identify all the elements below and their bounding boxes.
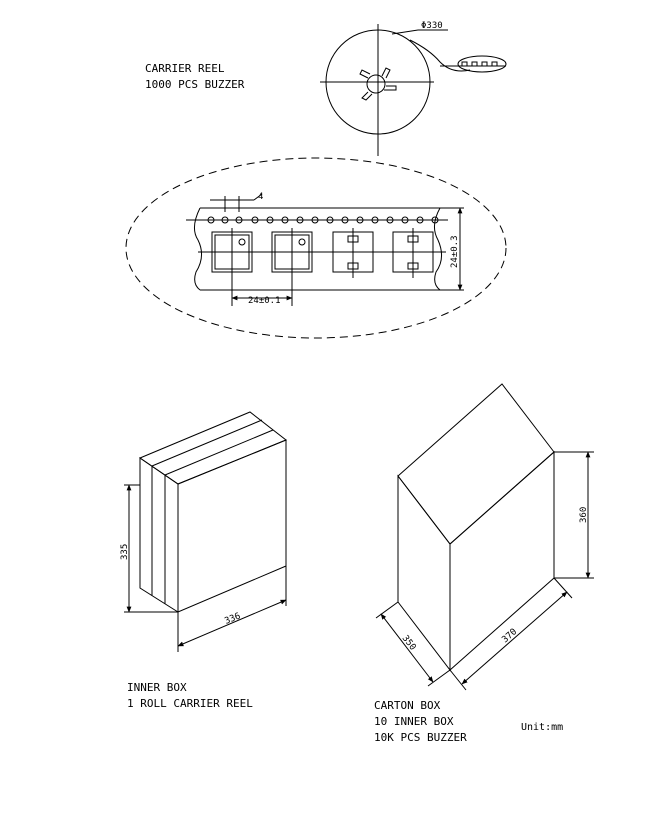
inner-box-band [164,429,274,476]
carton-depth-label: 350 [400,634,418,653]
reel-diameter-label: Φ330 [421,21,443,31]
carrier-reel-title: CARRIER REEL [145,62,225,75]
pitch-label: 24±0.1 [248,296,281,306]
reel-hub-spokes [359,67,397,101]
buzzer-hole [298,238,306,246]
buzzer-hole [238,238,246,246]
carrier-reel-subtitle: 1000 PCS BUZZER [145,78,245,91]
inner-box-left-face [139,457,179,613]
reel-hub-circle [366,74,386,94]
pitch-small-leader [253,193,263,201]
carton-height-label: 360 [579,507,589,523]
carton-width-dim [461,591,568,685]
carton-d-ext-right [427,669,451,687]
reel-leader-curve [409,39,471,72]
tape-left-break [194,207,202,291]
inner-box-front-face [177,439,287,613]
carton-w-ext-right [553,577,573,599]
carton-box-title: CARTON BOX [374,699,441,712]
inner-box-group: 335 336 INNER BOX 1 ROLL CARRIER REEL [120,411,287,710]
carton-box-line3: 10K PCS BUZZER [374,731,467,744]
tape-detail-callout-ellipse [125,157,507,339]
reel-tape-pocket [481,61,488,67]
reel-tape-pocket [461,61,468,67]
tape-detail-group: 4 24±0.1 24±0.3 [125,157,507,339]
pitch-small-label: 4 [258,192,263,202]
carton-box-line2: 10 INNER BOX [374,715,454,728]
carton-d-ext-left [375,601,399,619]
inner-box-height-label: 335 [120,544,130,560]
tape-width-label: 24±0.3 [450,235,460,268]
inner-box-title: INNER BOX [127,681,187,694]
inner-width-dim [177,599,287,647]
reel-tape-pocket [491,61,498,67]
inner-box-subtitle: 1 ROLL CARRIER REEL [127,697,253,710]
carton-w-ext-left [449,669,467,691]
inner-box-width-label: 336 [223,611,242,626]
carton-depth-dim [380,613,434,683]
diameter-leader [391,29,419,35]
reel-tape-pocket [471,61,478,67]
unit-label: Unit:mm [521,722,563,733]
carrier-reel-group: CARRIER REEL 1000 PCS BUZZER Φ330 [145,21,507,156]
carton-width-label: 370 [500,627,519,645]
carton-top-face [397,383,555,545]
inner-box-band [151,419,263,467]
carton-box-group: 360 350 370 CARTON BOX 10 INNER BOX 10K … [374,383,594,744]
reel-tape-callout [457,55,507,73]
tape-right-break [434,207,442,291]
